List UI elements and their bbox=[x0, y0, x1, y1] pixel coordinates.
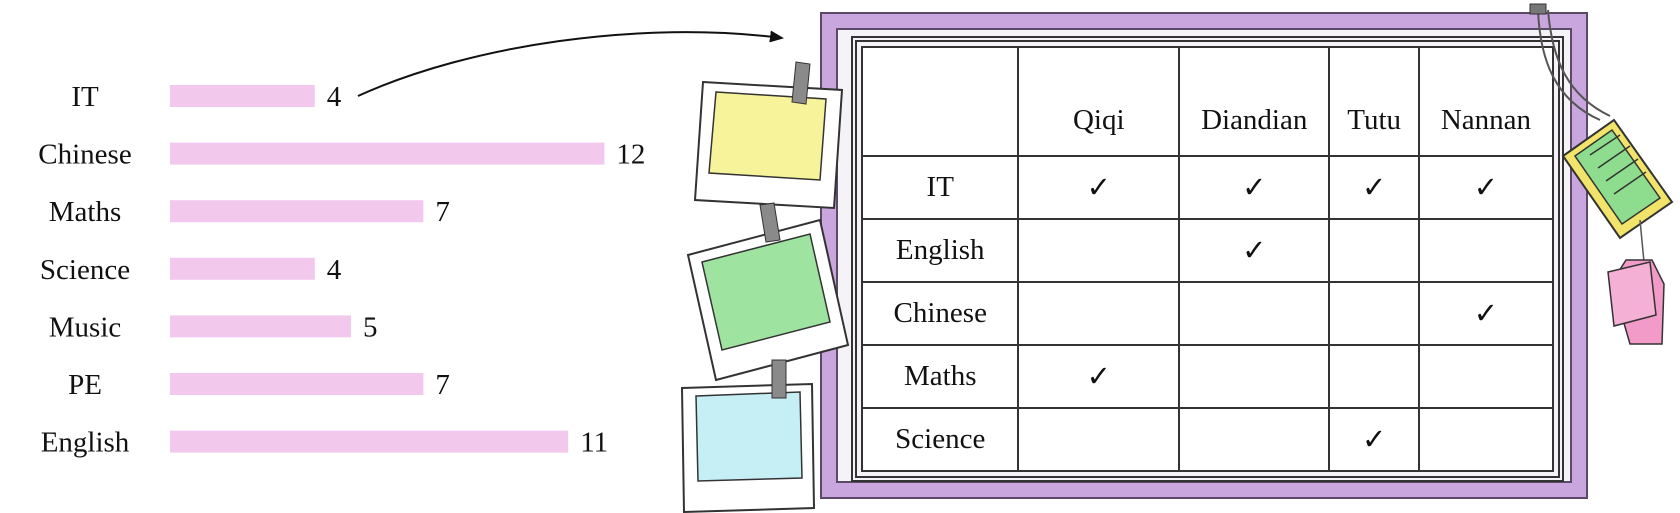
category-label: English bbox=[41, 427, 130, 459]
check-cell: ✓ bbox=[1417, 155, 1555, 220]
bar bbox=[170, 373, 424, 395]
bar-value-label: 7 bbox=[435, 369, 450, 401]
table-row: Maths ✓ bbox=[860, 344, 1555, 409]
check-cell bbox=[1017, 407, 1181, 472]
category-label: Chinese bbox=[38, 139, 131, 171]
check-cell bbox=[1178, 407, 1331, 472]
row-label: Science bbox=[860, 407, 1020, 472]
check-cell bbox=[1017, 218, 1181, 283]
check-cell bbox=[1417, 218, 1555, 283]
check-cell bbox=[1178, 281, 1331, 346]
row-label: English bbox=[860, 218, 1020, 283]
column-header-tutu: Tutu bbox=[1328, 46, 1420, 157]
bar bbox=[170, 257, 315, 280]
category-label: IT bbox=[71, 81, 99, 113]
table-corner-cell bbox=[860, 46, 1020, 157]
check-cell bbox=[1417, 407, 1555, 472]
check-cell: ✓ bbox=[1017, 155, 1181, 220]
category-label: Maths bbox=[49, 196, 122, 228]
check-cell: ✓ bbox=[1328, 155, 1420, 220]
check-cell: ✓ bbox=[1417, 281, 1555, 346]
column-header-diandian: Diandian bbox=[1178, 46, 1331, 157]
check-cell bbox=[1328, 344, 1420, 409]
check-cell: ✓ bbox=[1178, 155, 1331, 220]
check-cell bbox=[1178, 344, 1331, 409]
check-cell: ✓ bbox=[1017, 344, 1181, 409]
check-cell bbox=[1328, 281, 1420, 346]
bar-value-label: 4 bbox=[327, 254, 342, 286]
bar bbox=[170, 315, 351, 338]
row-label: Chinese bbox=[860, 281, 1020, 346]
column-header-nannan: Nannan bbox=[1417, 46, 1555, 157]
category-label: Science bbox=[40, 254, 130, 286]
table-row: IT ✓ ✓ ✓ ✓ bbox=[860, 155, 1555, 220]
bar-value-label: 12 bbox=[616, 139, 645, 171]
check-cell bbox=[1417, 344, 1555, 409]
bar-value-label: 5 bbox=[363, 311, 378, 343]
table-row: Chinese ✓ bbox=[860, 281, 1555, 346]
category-label: PE bbox=[68, 369, 102, 401]
bar-value-label: 7 bbox=[435, 196, 450, 228]
bar bbox=[170, 200, 424, 223]
bar-value-label: 11 bbox=[580, 427, 608, 459]
table-header-row: Qiqi Diandian Tutu Nannan bbox=[860, 46, 1555, 157]
table-row: English ✓ bbox=[860, 218, 1555, 283]
row-label: IT bbox=[860, 155, 1020, 220]
bar-value-label: 4 bbox=[327, 81, 342, 113]
bar bbox=[170, 142, 605, 165]
table-row: Science ✓ bbox=[860, 407, 1555, 472]
subject-choice-table: Qiqi Diandian Tutu Nannan IT ✓ ✓ ✓ ✓ Eng… bbox=[851, 36, 1564, 482]
category-label: Music bbox=[49, 311, 122, 343]
bar bbox=[170, 85, 315, 107]
check-cell: ✓ bbox=[1178, 218, 1331, 283]
check-cell bbox=[1017, 281, 1181, 346]
column-header-qiqi: Qiqi bbox=[1017, 46, 1181, 157]
check-cell bbox=[1328, 218, 1420, 283]
row-label: Maths bbox=[860, 344, 1020, 409]
bar bbox=[170, 430, 569, 453]
check-cell: ✓ bbox=[1328, 407, 1420, 472]
